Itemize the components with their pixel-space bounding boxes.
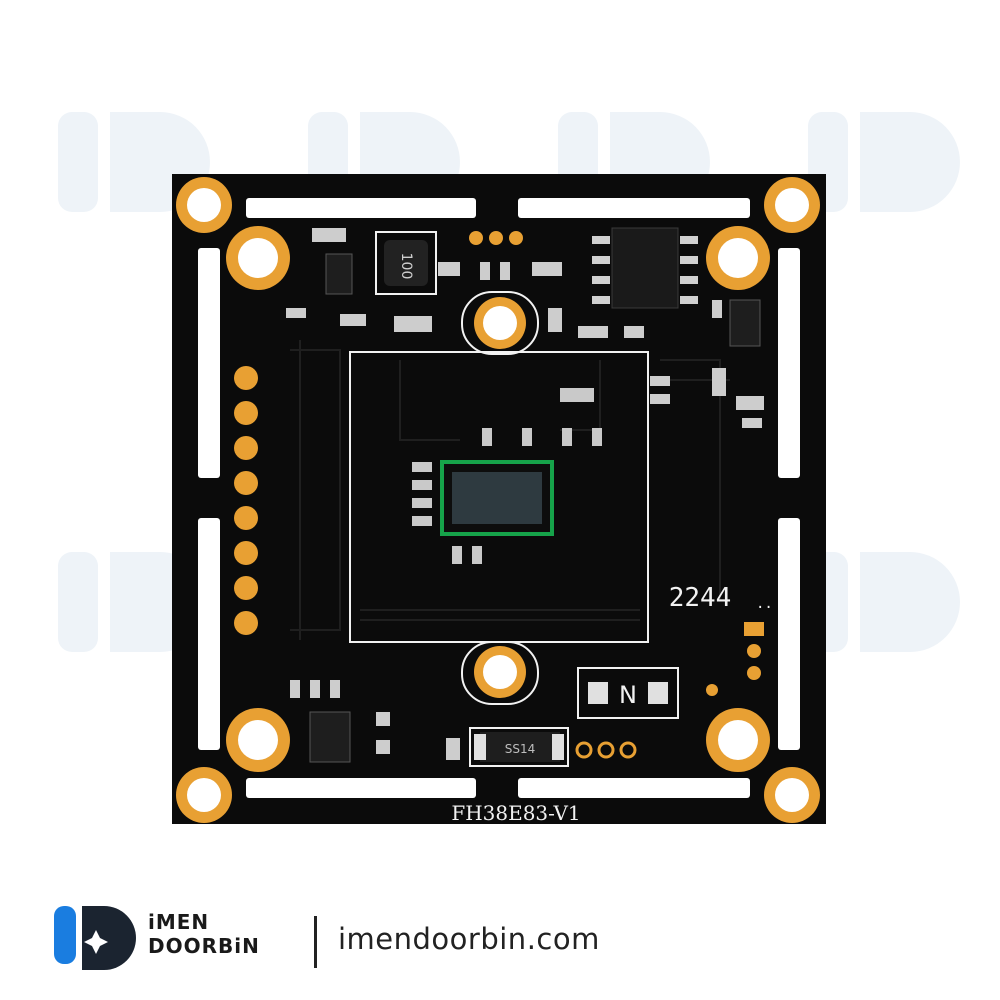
date-code-suffix: .. (756, 596, 773, 612)
board-model-label: FH38E83-V1 (451, 801, 580, 825)
footer-divider (314, 916, 317, 968)
component-marking: N (619, 681, 637, 709)
power-ic (592, 227, 698, 309)
connector-pads-left (234, 366, 258, 635)
smd-components (286, 228, 764, 763)
diode-marking: SS14 (505, 742, 536, 756)
brand-name-line2: DOORBiN (148, 934, 260, 958)
brand-logo-icon (54, 906, 136, 970)
top-vias (469, 231, 523, 245)
edge-slots (198, 198, 800, 798)
inductor: 100 (375, 231, 437, 295)
inductor-marking: 100 (398, 253, 414, 280)
pcb-traces (290, 340, 730, 640)
mounting-holes (176, 177, 820, 823)
ircut-connector: N (577, 667, 679, 719)
schottky-diode: SS14 (469, 727, 569, 767)
connector-pads-right (575, 622, 764, 759)
image-sensor (440, 460, 554, 536)
website-link[interactable]: imendoorbin.com (338, 922, 600, 956)
brand-name-line1: iMEN (148, 910, 210, 934)
date-code: 2244 (669, 583, 732, 613)
sensor-caps (412, 388, 602, 564)
lens-mount-outline (349, 351, 649, 643)
